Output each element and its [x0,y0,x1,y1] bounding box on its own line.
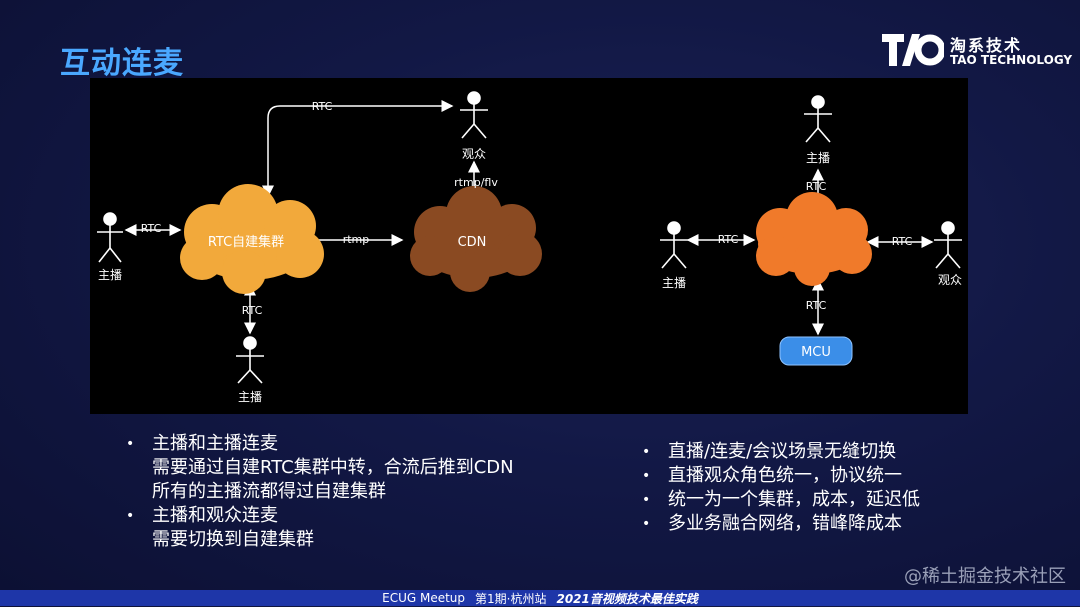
viewer-label: 观众 [462,147,486,161]
list-item: • 多业务融合网络，错峰降成本 [640,512,920,536]
person-icon-right-host-left [660,221,688,269]
bullet-line: 主播和观众连麦 [152,505,278,526]
list-item: • 统一为一个集群，成本，延迟低 [640,488,920,512]
footer-theme: 2021音视频技术最佳实践 [556,591,698,606]
edge-label-host-bottom: RTC [242,304,263,317]
bullet-line: 主播和主播连麦 [152,433,278,454]
bullet-line: 需要切换到自建集群 [152,529,314,550]
footer-session: 第1期·杭州站 [475,591,547,606]
list-item: • 直播观众角色统一，协议统一 [640,464,920,488]
bullet-icon: • [642,468,651,484]
person-icon-right-viewer [934,221,962,269]
rtc-cluster-cloud [180,184,324,294]
footer-bar: ECUG Meetup 第1期·杭州站 2021音视频技术最佳实践 [0,590,1080,606]
bullet-icon: • [642,444,651,460]
bullet-list-left: • 主播和主播连麦 需要通过自建RTC集群中转，合流后推到CDN 所有的主播流都… [124,432,514,552]
bullet-line: 直播观众角色统一，协议统一 [668,465,902,486]
tao-technology-logo: 淘系技术 TAO TECHNOLOGY [882,32,1072,72]
footer-event: ECUG Meetup [382,591,466,605]
edge-label-right-top: RTC [806,180,827,193]
bullet-line: 需要通过自建RTC集群中转，合流后推到CDN [152,457,514,478]
watermark: @稀土掘金技术社区 [904,566,1066,587]
list-item: • 主播和观众连麦 需要切换到自建集群 [124,504,514,552]
right-viewer-label: 观众 [938,273,962,287]
person-icon-right-host-top [804,95,832,143]
edge-label-right-right: RTC [892,235,913,248]
logo-name-cn: 淘系技术 [950,36,1023,55]
host-left-label: 主播 [98,268,122,282]
logo-name-en: TAO TECHNOLOGY [950,53,1073,67]
host-bottom-label: 主播 [238,390,262,404]
person-icon-host-left [97,212,123,263]
bullet-line: 直播/连麦/会议场景无缝切换 [668,441,897,462]
list-item: • 主播和主播连麦 需要通过自建RTC集群中转，合流后推到CDN 所有的主播流都… [124,432,514,504]
cdn-cloud [410,186,542,292]
edge-label-cluster-cdn: rtmp [343,233,370,246]
edge-label-host-left: RTC [141,222,162,235]
mcu-cloud [756,192,872,286]
person-icon-viewer [460,91,488,139]
right-host-left-label: 主播 [662,276,686,290]
list-item: • 直播/连麦/会议场景无缝切换 [640,440,920,464]
bullet-line: 所有的主播流都得过自建集群 [152,481,386,502]
mcu-box [779,336,853,366]
right-host-top-label: 主播 [806,151,830,165]
bullet-icon: • [642,516,651,532]
tao-logo-mark-icon [882,34,944,66]
edge-label-cdn-viewer: rtmp/flv [454,176,498,189]
bullet-list-right: • 直播/连麦/会议场景无缝切换 • 直播观众角色统一，协议统一 • 统一为一个… [640,440,920,536]
slide-title: 互动连麦 [60,46,184,81]
edge-cluster-viewer-rtc [262,100,454,198]
bullet-icon: • [126,508,135,524]
bullet-icon: • [642,492,651,508]
cdn-label: CDN [458,235,487,250]
bullet-line: 统一为一个集群，成本，延迟低 [668,489,920,510]
edge-label-right-bottom: RTC [806,299,827,312]
bullet-icon: • [126,436,135,452]
mcu-label: MCU [801,345,831,360]
bullet-line: 多业务融合网络，错峰降成本 [668,513,902,534]
rtc-cluster-label: RTC自建集群 [208,234,284,250]
person-icon-host-bottom [236,336,264,384]
edge-label-right-left: RTC [718,233,739,246]
edge-label-viewer-rtc: RTC [312,100,333,113]
